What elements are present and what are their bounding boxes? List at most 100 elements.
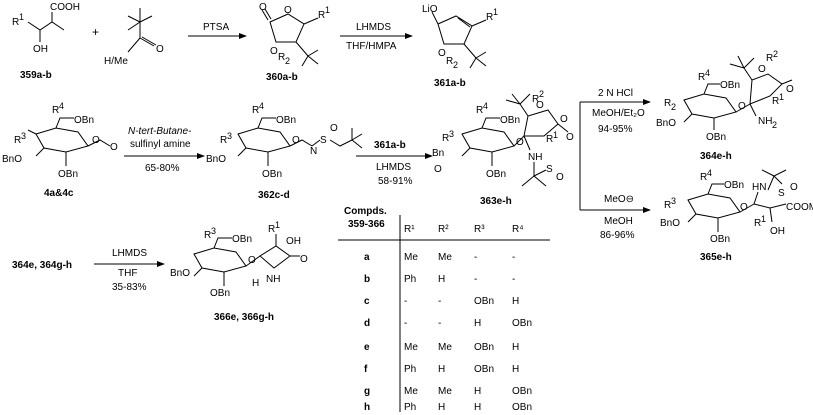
svg-text:LiO: LiO [422, 4, 438, 15]
svg-text:R: R [278, 52, 285, 63]
table-cell: OBn [474, 342, 494, 353]
svg-text:O: O [758, 64, 766, 75]
svg-text:R: R [664, 98, 671, 109]
structure-pinacolone [127, 8, 157, 53]
svg-text:O: O [259, 2, 267, 13]
svg-text:O: O [786, 84, 794, 95]
svg-text:R: R [318, 10, 325, 21]
table-cell: H [474, 402, 481, 413]
arrow-methoxide-top: MeO⊖ [604, 194, 634, 205]
svg-text:2: 2 [539, 89, 544, 99]
svg-text:1: 1 [275, 220, 280, 230]
svg-text:1: 1 [779, 92, 784, 102]
table-cell: Me [438, 342, 452, 353]
svg-text:OBn: OBn [262, 169, 282, 180]
label-363: 363e-h [480, 196, 512, 207]
svg-text:4: 4 [705, 68, 710, 78]
structure-4 [27, 117, 111, 166]
arrow-ptsa-top: PTSA [203, 22, 229, 33]
svg-text:1: 1 [553, 130, 558, 140]
svg-text:4: 4 [259, 101, 264, 111]
svg-text:O: O [270, 46, 278, 57]
svg-text:OBn: OBn [724, 180, 744, 191]
svg-text:O: O [738, 101, 746, 112]
svg-text:1: 1 [19, 12, 24, 22]
svg-text:R: R [772, 96, 779, 107]
table-cell: H [512, 296, 519, 307]
svg-text:HN: HN [752, 182, 766, 193]
arrow-sulfinamide-bottom: 65-80% [145, 163, 180, 174]
svg-text:2: 2 [453, 60, 458, 70]
table-cell: - [474, 252, 477, 263]
svg-text:2: 2 [285, 56, 290, 66]
table-row-label: c [364, 296, 370, 307]
svg-text:NH: NH [266, 274, 280, 285]
svg-text:BnO: BnO [170, 268, 190, 279]
svg-text:O: O [536, 100, 544, 111]
svg-text:O: O [516, 137, 524, 148]
arrow-aldol-bottom: 58-91% [378, 176, 413, 187]
svg-text:OBn: OBn [486, 169, 506, 180]
svg-text:3: 3 [671, 196, 676, 206]
svg-text:O: O [790, 182, 798, 193]
table-cell: H [438, 274, 445, 285]
svg-text:3: 3 [449, 129, 454, 139]
table-row-label: h [364, 402, 370, 413]
table-cell: Ph [404, 364, 416, 375]
svg-text:2: 2 [671, 102, 676, 112]
arrow-lactamization-top: LHMDS [112, 248, 147, 259]
svg-text:R: R [664, 200, 671, 211]
table-cell: OBn [474, 364, 494, 375]
table-cell: Me [404, 252, 418, 263]
svg-text:S: S [778, 188, 785, 199]
svg-text:COOMe: COOMe [786, 202, 813, 213]
table-row-label: g [364, 386, 370, 397]
svg-text:BnO: BnO [206, 154, 226, 165]
svg-text:1: 1 [325, 5, 330, 15]
svg-text:OBn: OBn [210, 288, 230, 299]
table-row-label: e [364, 342, 370, 353]
svg-text:2: 2 [772, 120, 777, 130]
table-row-label: b [364, 274, 370, 285]
svg-text:+: + [92, 25, 99, 39]
svg-text:O: O [438, 48, 446, 59]
svg-text:R: R [52, 105, 59, 116]
svg-text:BnO: BnO [660, 218, 680, 229]
table-cell: - [512, 274, 515, 285]
table-cell: - [474, 274, 477, 285]
table-cell: - [438, 296, 441, 307]
svg-text:O: O [434, 164, 442, 175]
svg-text:OBn: OBn [58, 169, 78, 180]
arrow-aldol-mid: LHMDS [376, 162, 411, 173]
arrow-aldol-top: 361a-b [374, 140, 406, 151]
table-cell: H [438, 364, 445, 375]
arrow-sulfinamide-mid: sulfinyl amine [130, 139, 191, 150]
svg-text:R: R [546, 134, 553, 145]
svg-text:4: 4 [707, 168, 712, 178]
table-cell: Me [438, 252, 452, 263]
structure-361 [431, 11, 487, 69]
svg-text:O: O [330, 123, 338, 134]
label-364: 364e-h [700, 151, 732, 162]
table-cell: Ph [404, 274, 416, 285]
table-cell: OBn [512, 318, 532, 329]
arrow-hcl-bottom: 94-95% [598, 124, 633, 135]
structure-360 [261, 8, 319, 67]
arrow-sulfinamide-top: N-tert-Butane- [128, 126, 192, 137]
table-header-r2: R² [438, 224, 449, 235]
table-header-compds: Compds. [344, 206, 387, 217]
svg-text:O: O [300, 254, 308, 265]
svg-text:R: R [754, 218, 761, 229]
table-cell: OBn [512, 386, 532, 397]
svg-text:R: R [204, 230, 211, 241]
svg-text:OH: OH [770, 226, 785, 237]
arrow-lactamization-bottom: 35-83% [112, 282, 147, 293]
table-header-r3: R³ [474, 224, 485, 235]
svg-text:3: 3 [211, 226, 216, 236]
structure-366 [193, 234, 300, 286]
label-365: 365e-h [700, 252, 732, 263]
table-cell: Me [438, 386, 452, 397]
table-cell: - [404, 296, 407, 307]
svg-text:R: R [268, 224, 275, 235]
